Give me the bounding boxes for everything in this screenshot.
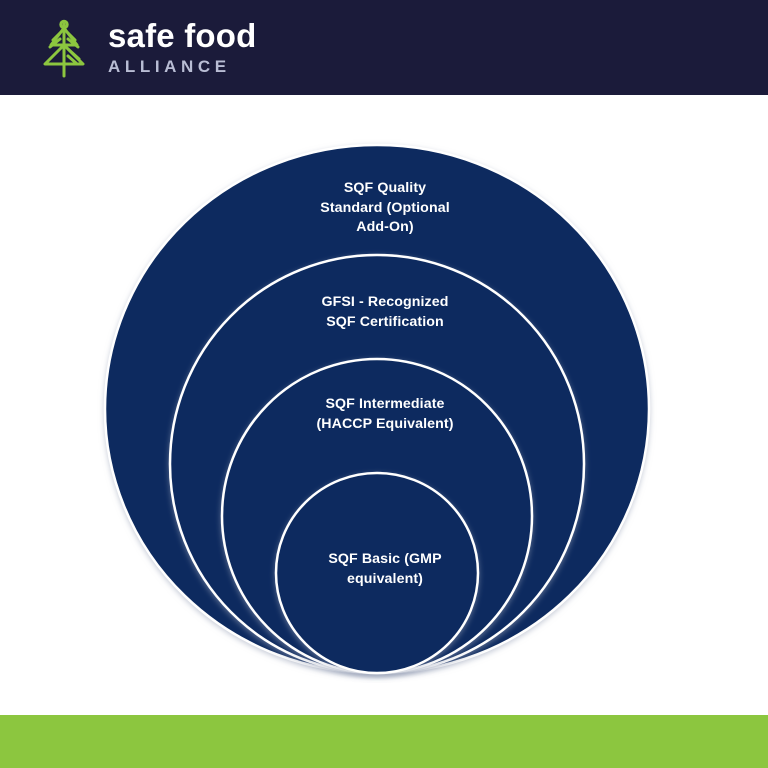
circle-tier-sqf-basic[interactable] xyxy=(274,471,480,675)
nested-circles-diagram: SQF Quality Standard (Optional Add-On) G… xyxy=(0,95,768,715)
brand-name: safe food xyxy=(108,16,257,54)
leaf-logo-icon xyxy=(43,19,85,77)
site-footer-bar xyxy=(0,715,768,768)
site-header: safe food ALLIANCE xyxy=(0,0,768,95)
brand-text-block: safe food ALLIANCE xyxy=(108,16,257,77)
nested-circles-svg xyxy=(103,143,651,675)
brand-subname: ALLIANCE xyxy=(108,57,231,77)
